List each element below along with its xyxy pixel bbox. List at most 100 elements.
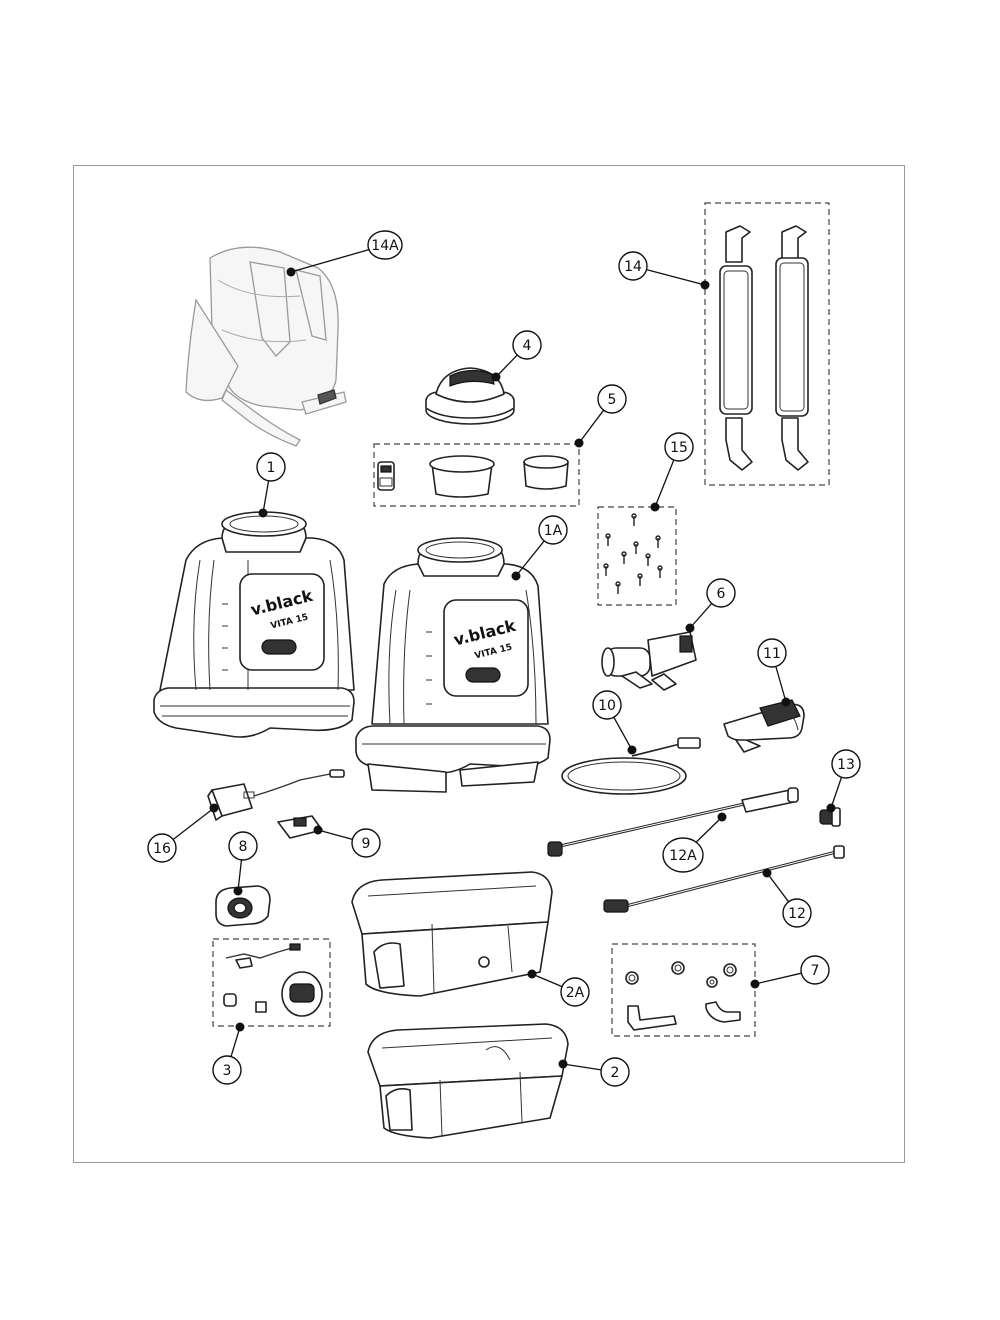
callout-label: 13 xyxy=(837,757,855,773)
callout-anchor-dot xyxy=(750,979,760,989)
part-shoulder-straps xyxy=(704,202,830,486)
callout-circle xyxy=(600,1057,630,1087)
part-backpack-harness xyxy=(185,246,347,447)
callout-circle xyxy=(618,251,648,281)
callout-circle xyxy=(256,452,286,482)
callout-3: 3 xyxy=(212,1022,245,1085)
callout-circle xyxy=(560,977,590,1007)
part-tank-with-base: v.black VITA 15 xyxy=(355,537,551,793)
callout-anchor-dot xyxy=(511,571,521,581)
callout-8: 8 xyxy=(228,831,258,896)
callout-leader-line xyxy=(613,716,633,751)
callout-circle xyxy=(664,432,694,462)
callout-12a: 12A xyxy=(662,812,727,873)
callout-circle xyxy=(367,230,403,260)
callout-leader-line xyxy=(317,829,353,840)
callout-circle xyxy=(662,837,704,873)
callout-anchor-dot xyxy=(826,803,836,813)
callout-10: 10 xyxy=(592,690,637,755)
callout-anchor-dot xyxy=(491,372,501,382)
callout-label: 11 xyxy=(763,646,781,662)
callout-14a: 14A xyxy=(286,230,403,277)
part-tank: v.black VITA 15 xyxy=(153,511,355,738)
callout-leader-line xyxy=(646,268,706,286)
callout-label: 3 xyxy=(223,1063,232,1079)
callout-anchor-dot xyxy=(574,438,584,448)
callout-leader-line xyxy=(694,816,723,844)
callout-leader-line xyxy=(562,1063,602,1071)
callout-leader-line xyxy=(766,872,790,903)
callout-circle xyxy=(782,898,812,928)
callout-5: 5 xyxy=(574,384,627,448)
callout-4: 4 xyxy=(491,330,542,382)
callout-2a: 2A xyxy=(527,969,590,1007)
callout-leader-line xyxy=(495,354,518,378)
callout-label: 1 xyxy=(267,460,276,476)
callout-anchor-dot xyxy=(258,508,268,518)
callout-anchor-dot xyxy=(685,623,695,633)
part-switch xyxy=(277,815,323,839)
callout-label: 12A xyxy=(669,848,697,864)
part-pump xyxy=(601,631,697,691)
callout-anchor-dot xyxy=(650,502,660,512)
callout-leader-line xyxy=(754,972,802,985)
callout-leader-line xyxy=(515,540,545,577)
part-nozzle xyxy=(819,807,841,827)
callout-circle xyxy=(228,831,258,861)
part-base-with-slot xyxy=(351,871,553,997)
callout-leader-line xyxy=(830,777,843,809)
callout-11: 11 xyxy=(757,638,791,707)
callout-anchor-dot xyxy=(235,1022,245,1032)
callout-label: 1A xyxy=(544,523,563,539)
callout-leader-line xyxy=(230,1026,241,1057)
callout-anchor-dot xyxy=(527,969,537,979)
callout-leader-line xyxy=(654,459,675,508)
callout-circle xyxy=(351,828,381,858)
callout-circle xyxy=(592,690,622,720)
part-filler-cap xyxy=(425,367,515,425)
callout-label: 12 xyxy=(788,906,806,922)
callout-circle xyxy=(512,330,542,360)
callout-leader-line xyxy=(775,666,787,703)
part-battery-kit xyxy=(212,938,331,1027)
callout-anchor-dot xyxy=(233,886,243,896)
callout-label: 2A xyxy=(566,985,585,1001)
callout-label: 4 xyxy=(523,338,532,354)
callout-2: 2 xyxy=(558,1057,630,1087)
callout-circle xyxy=(538,515,568,545)
part-base xyxy=(367,1023,569,1139)
callout-label: 2 xyxy=(611,1065,620,1081)
callout-label: 14A xyxy=(371,238,399,254)
callout-anchor-dot xyxy=(558,1059,568,1069)
callout-anchor-dot xyxy=(313,825,323,835)
part-filter-set xyxy=(373,443,580,507)
callout-anchor-dot xyxy=(627,745,637,755)
callout-label: 9 xyxy=(362,836,371,852)
callout-label: 5 xyxy=(608,392,617,408)
part-lance-adjustable xyxy=(547,787,799,857)
callout-leader-line xyxy=(237,859,243,892)
callout-circle xyxy=(147,833,177,863)
callout-anchor-dot xyxy=(700,280,710,290)
part-fittings-kit xyxy=(611,943,756,1037)
callout-circle xyxy=(800,955,830,985)
callout-7: 7 xyxy=(750,955,830,989)
callout-12: 12 xyxy=(762,868,812,928)
callout-circle xyxy=(757,638,787,668)
callout-anchor-dot xyxy=(286,267,296,277)
callout-1a: 1A xyxy=(511,515,568,581)
part-battery xyxy=(215,885,271,927)
callout-16: 16 xyxy=(147,803,219,863)
callout-14: 14 xyxy=(618,251,710,290)
callout-anchor-dot xyxy=(762,868,772,878)
callout-leader-line xyxy=(262,480,270,514)
part-charger xyxy=(207,769,345,821)
diagram-frame xyxy=(73,165,905,1163)
callout-label: 7 xyxy=(811,963,820,979)
callout-anchor-dot xyxy=(781,697,791,707)
callout-6: 6 xyxy=(685,578,736,633)
callout-leader-line xyxy=(172,807,215,840)
callout-label: 6 xyxy=(717,586,726,602)
